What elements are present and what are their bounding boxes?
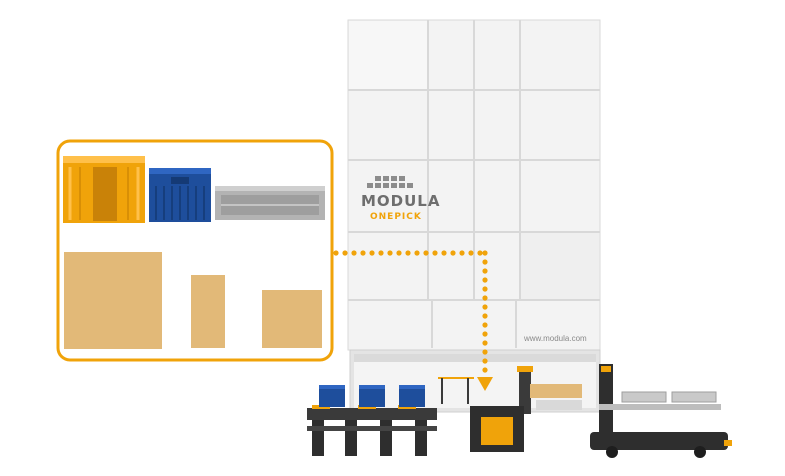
conveyor-station bbox=[307, 385, 437, 456]
vertical-lift-cabinet: MODULA ONEPICK www.modula.com bbox=[347, 19, 601, 413]
agv-shuttle bbox=[590, 364, 732, 458]
large-box-icon bbox=[64, 252, 162, 349]
blue-bin-icon bbox=[319, 385, 345, 407]
small-box-icon bbox=[262, 290, 322, 348]
brand-name: MODULA bbox=[361, 192, 440, 210]
flow-arrow-head-icon bbox=[477, 377, 493, 391]
blue-bin-icon bbox=[399, 385, 425, 407]
website-label: www.modula.com bbox=[523, 334, 587, 343]
grey-tray-icon bbox=[215, 186, 325, 220]
blue-crate-icon bbox=[149, 168, 211, 222]
flow-path-dotted bbox=[333, 250, 488, 373]
blue-bin-icon bbox=[359, 385, 385, 407]
orange-crate-icon bbox=[63, 156, 145, 223]
pick-station-unit bbox=[470, 406, 524, 452]
access-bay bbox=[349, 349, 601, 413]
tall-box-icon bbox=[191, 275, 225, 348]
modula-grid-logo-icon bbox=[367, 176, 413, 188]
picking-robot bbox=[438, 366, 582, 414]
item-types-panel bbox=[56, 139, 334, 362]
brand-product: ONEPICK bbox=[370, 212, 422, 222]
